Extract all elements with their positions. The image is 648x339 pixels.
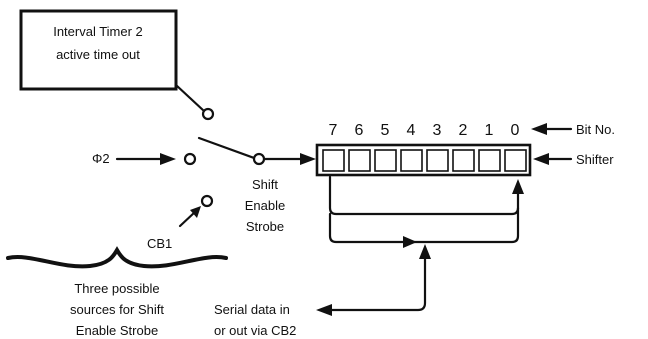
bit-number-row: 7 6 5 4 3 2 1 0	[329, 122, 520, 139]
bit-number: 1	[485, 122, 494, 139]
bit-number: 5	[381, 122, 390, 139]
shifter-label: Shifter	[576, 152, 614, 167]
timer-contact	[201, 107, 215, 121]
bit-cell-2	[452, 149, 475, 172]
switch-output-contact	[252, 152, 266, 166]
bit-cell-6	[348, 149, 371, 172]
bit-cell-5	[374, 149, 397, 172]
timer-label-line1: Interval Timer 2	[53, 24, 143, 39]
bit-number: 2	[459, 122, 468, 139]
phi2-label: Φ2	[92, 151, 110, 166]
cb1-arrow-line	[178, 210, 197, 228]
bit-number: 6	[355, 122, 364, 139]
bit-cell-1	[478, 149, 501, 172]
shift-enable-line1: Shift	[252, 177, 278, 192]
serial-bus-loop	[328, 206, 520, 244]
bit-cell-3	[426, 149, 449, 172]
cb2-left-arrow-head	[316, 304, 332, 316]
timer-lead-line	[174, 83, 206, 113]
bit-cell-4	[400, 149, 423, 172]
bit-number: 0	[511, 122, 520, 139]
bit-cell-0	[504, 149, 527, 172]
selector-switch-blade	[197, 136, 259, 161]
brace-caption-line1: Three possible	[74, 281, 159, 296]
bit-number: 3	[433, 122, 442, 139]
brace-caption-line3: Enable Strobe	[76, 323, 158, 338]
shift-enable-line2: Enable	[245, 198, 285, 213]
cb2-up-arrow-head	[419, 244, 431, 259]
cb1-label: CB1	[147, 236, 172, 251]
cb1-contact	[200, 194, 214, 208]
bit-no-label: Bit No.	[576, 122, 615, 137]
bit-number: 4	[407, 122, 416, 139]
timer-label-line2: active time out	[56, 47, 140, 62]
phi2-arrow-head	[160, 153, 176, 165]
cb2-line	[328, 256, 427, 312]
shift-feedback-arrow-head	[512, 179, 524, 194]
shifter-arrow-head	[533, 153, 549, 165]
bit-number: 7	[329, 122, 338, 139]
serial-data-line2: or out via CB2	[214, 323, 296, 338]
shift-enable-line3: Strobe	[246, 219, 284, 234]
serial-bus-arrow-head	[403, 236, 417, 248]
serial-data-line1: Serial data in	[214, 302, 290, 317]
shift-feedback-loop	[328, 175, 520, 216]
strobe-arrow-head	[300, 153, 316, 165]
interval-timer-box: Interval Timer 2 active time out	[19, 9, 178, 91]
cb1-arrow-head	[190, 206, 201, 218]
bit-cell-7	[322, 149, 345, 172]
grouping-brace	[6, 246, 228, 269]
brace-caption-line2: sources for Shift	[70, 302, 164, 317]
bit-no-arrow-head	[531, 123, 547, 135]
phi2-contact	[183, 152, 197, 166]
shift-register	[315, 143, 532, 177]
